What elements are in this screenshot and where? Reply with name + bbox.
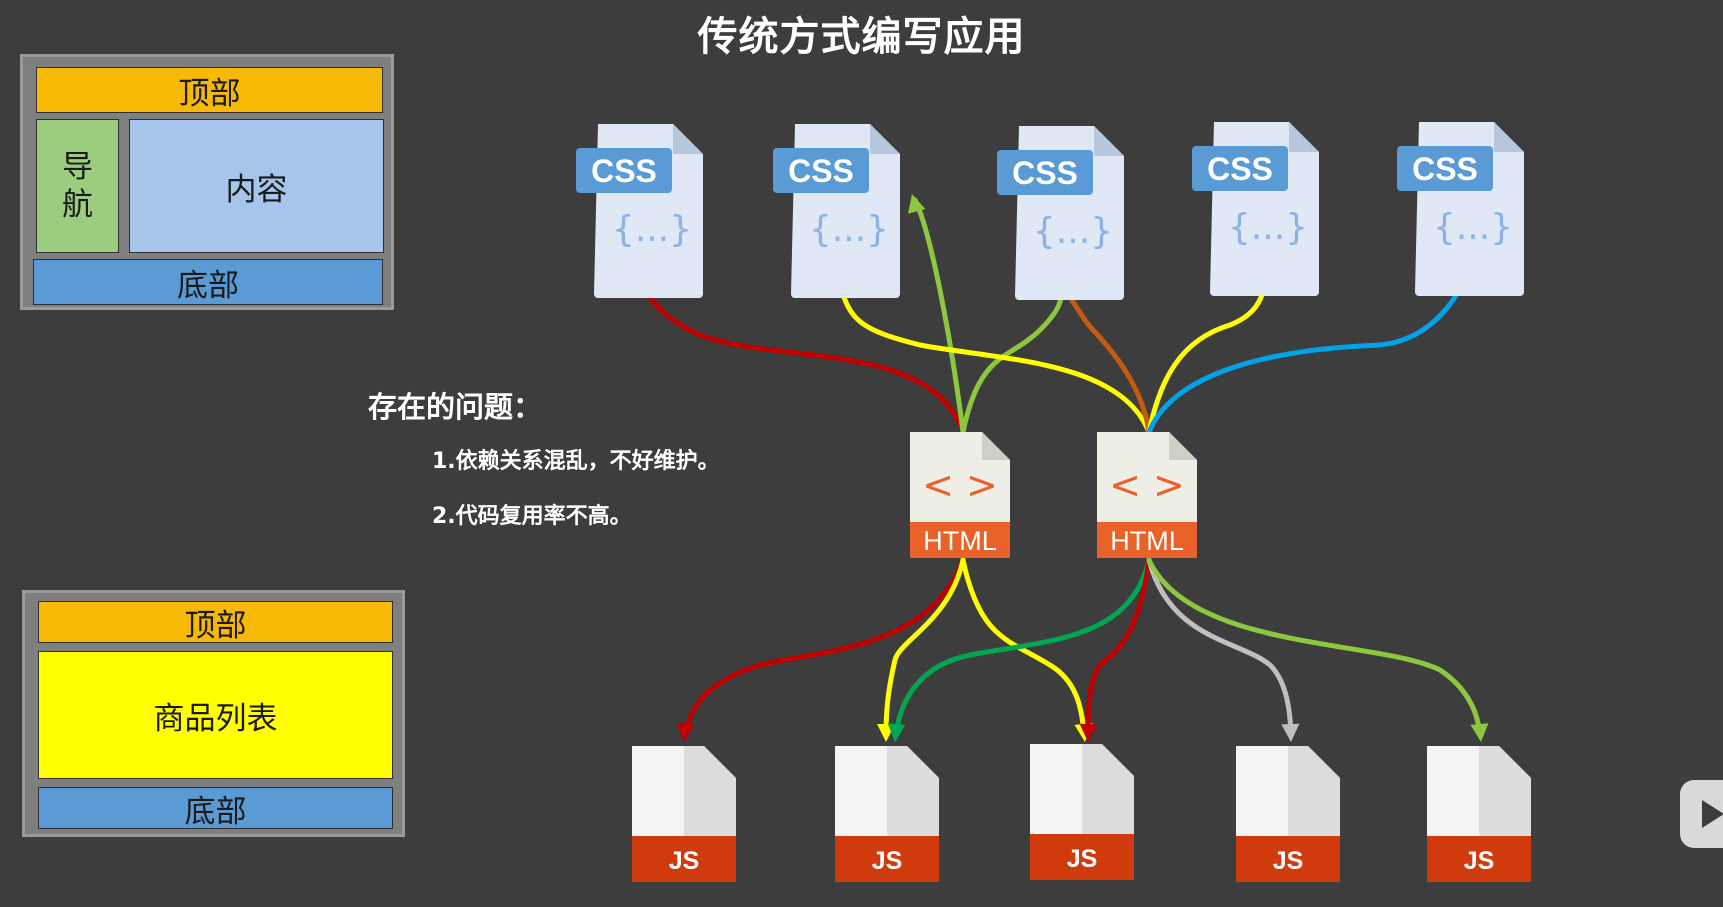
css-braces: {...} [1433, 207, 1513, 248]
layout-wireframe-2: 顶部 商品列表 底部 [22, 590, 405, 837]
css-file-icon: CSS {...} [773, 124, 900, 298]
css-label: CSS [1412, 151, 1478, 187]
css-braces: {...} [809, 209, 889, 250]
html-badge [1097, 522, 1197, 558]
js-label: JS [1273, 847, 1304, 875]
css-file-icon: CSS {...} [576, 124, 703, 298]
html-label: HTML [923, 526, 997, 556]
dependency-arrow [1146, 276, 1469, 435]
js-file-icon: JS [1236, 746, 1340, 882]
content-block: 内容 [129, 119, 384, 253]
html-file-icon: < > HTML [910, 432, 1010, 558]
js-badge [632, 836, 736, 882]
js-badge [1236, 836, 1340, 882]
css-file-icon: CSS {...} [997, 126, 1124, 300]
header-block: 顶部 [38, 601, 393, 644]
css-badge [576, 148, 672, 193]
dependency-arrow [637, 276, 966, 435]
dependency-arrow [1146, 276, 1274, 435]
dependency-arrow [1079, 557, 1152, 742]
page-title: 传统方式编写应用 [697, 14, 1026, 60]
css-braces: {...} [1228, 207, 1308, 248]
css-braces: {...} [1033, 211, 1113, 252]
html-glyph: < > [922, 463, 998, 507]
css-label: CSS [1207, 151, 1273, 187]
nav-block: 导 航 [36, 119, 119, 253]
css-badge [773, 148, 869, 193]
js-badge [835, 836, 939, 882]
dependency-arrow [832, 278, 1152, 435]
html-label: HTML [1110, 526, 1184, 556]
js-label: JS [669, 847, 700, 875]
file-icons: CSS {...} CSS {...} CSS {...} CSS {...} CSS {...}… [576, 122, 1531, 882]
js-badge [1427, 836, 1531, 882]
play-logo-icon [1680, 780, 1723, 848]
js-label: JS [872, 847, 903, 875]
css-label: CSS [591, 153, 657, 189]
js-file-icon: JS [632, 746, 736, 882]
dependency-arrow [887, 557, 1152, 742]
css-file-icon: CSS {...} [1192, 122, 1319, 296]
dependency-arrow [1146, 557, 1489, 742]
html-glyph: < > [1109, 463, 1185, 507]
footer-block: 底部 [38, 787, 393, 830]
css-file-icon: CSS {...} [1397, 122, 1524, 296]
css-label: CSS [1012, 155, 1078, 191]
css-badge [997, 150, 1093, 195]
js-label: JS [1464, 847, 1495, 875]
dependency-arrow [907, 194, 966, 435]
problem-item-1: 1.依赖关系混乱，不好维护。 [432, 449, 720, 474]
nav-char-2: 航 [62, 187, 93, 223]
nav-char-1: 导 [62, 149, 93, 185]
layout-wireframe-1: 顶部 导 航 内容 底部 [20, 54, 394, 310]
dependency-arrow [676, 557, 966, 742]
css-badge [1192, 146, 1288, 191]
html-file-icon: < > HTML [1097, 432, 1197, 558]
problems-heading: 存在的问题： [368, 390, 543, 424]
dependency-arrow [1146, 557, 1300, 742]
css-label: CSS [788, 153, 854, 189]
css-braces: {...} [612, 209, 692, 250]
js-file-icon: JS [835, 746, 939, 882]
css-badge [1397, 146, 1493, 191]
js-file-icon: JS [1427, 746, 1531, 882]
footer-block: 底部 [33, 259, 383, 305]
header-block: 顶部 [36, 67, 383, 113]
js-label: JS [1067, 845, 1098, 873]
js-file-icon: JS [1030, 744, 1134, 880]
js-badge [1030, 834, 1134, 880]
problem-item-2: 2.代码复用率不高。 [432, 504, 632, 529]
html-badge [910, 522, 1010, 558]
product-list-block: 商品列表 [38, 651, 393, 779]
